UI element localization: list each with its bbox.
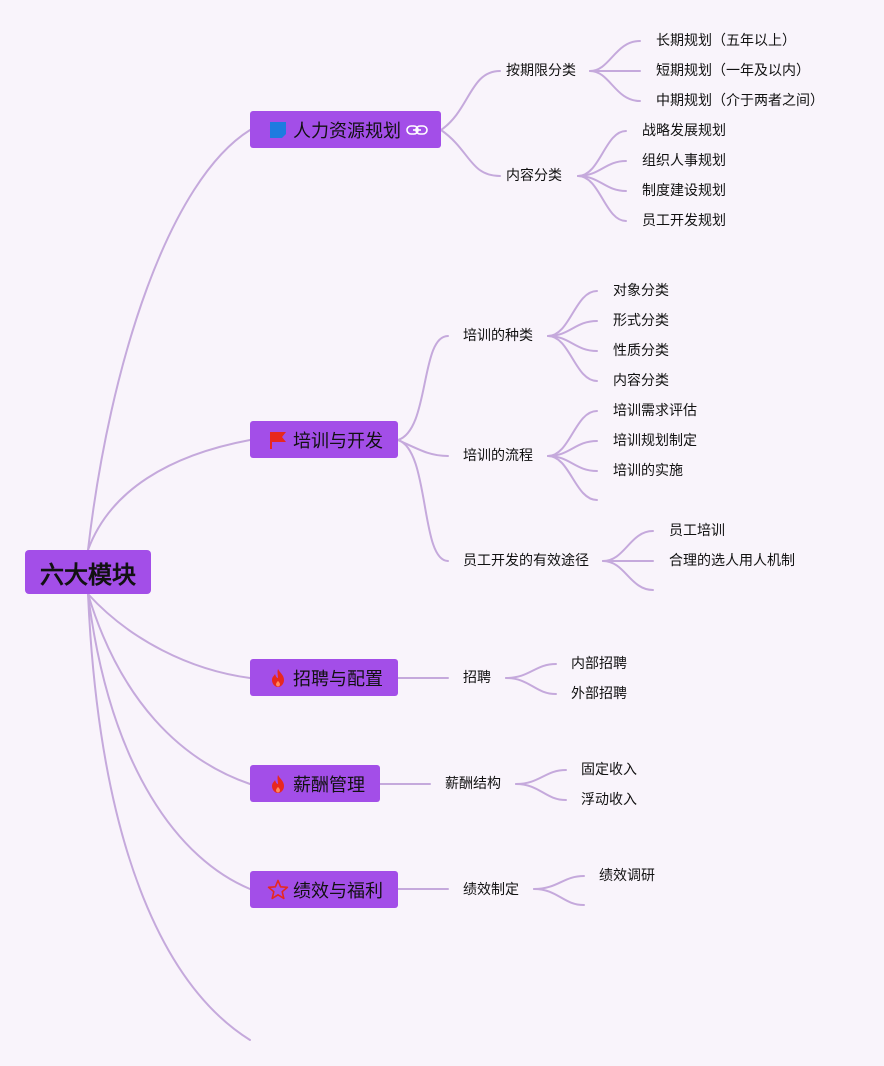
connector-root-extra [87, 593, 251, 1041]
leaf-by-content[interactable]: 内容分类 [613, 373, 669, 389]
leaf-staff-dev[interactable]: 员工开发规划 [642, 213, 726, 229]
leaf-organization[interactable]: 组织人事规划 [642, 153, 726, 169]
leaf-strategy[interactable]: 战略发展规划 [642, 123, 726, 139]
root-label: 六大模块 [40, 560, 136, 589]
fire-icon [267, 667, 289, 689]
leaf-external[interactable]: 外部招聘 [571, 686, 627, 702]
topic-training-process[interactable]: 培训的流程 [463, 448, 533, 464]
topic-pay-structure[interactable]: 薪酬结构 [445, 776, 501, 792]
leaf-implementation[interactable]: 培训的实施 [613, 463, 683, 479]
fire-icon [267, 773, 289, 795]
branch-label: 人力资源规划 [293, 120, 401, 142]
branch-training[interactable]: 培训与开发 [250, 421, 398, 458]
topic-performance-setting[interactable]: 绩效制定 [463, 882, 519, 898]
branch-label: 培训与开发 [293, 430, 383, 452]
branch-compensation[interactable]: 薪酬管理 [250, 765, 380, 802]
connector-root-compensation [87, 593, 251, 785]
branch-label: 绩效与福利 [293, 880, 383, 902]
branch-hr-planning[interactable]: 人力资源规划 [250, 111, 441, 148]
leaf-by-object[interactable]: 对象分类 [613, 283, 669, 299]
flag-blue-icon [267, 119, 289, 141]
topic-by-period[interactable]: 按期限分类 [506, 63, 576, 79]
leaf-by-nature[interactable]: 性质分类 [613, 343, 669, 359]
topic-dev-paths[interactable]: 员工开发的有效途径 [463, 553, 589, 569]
connector-root-hr-planning [87, 129, 251, 551]
connector-root-training [87, 439, 251, 551]
flag-red-icon [267, 429, 289, 451]
topic-training-types[interactable]: 培训的种类 [463, 328, 533, 344]
leaf-long-term[interactable]: 长期规划（五年以上） [656, 33, 796, 49]
leaf-short-term[interactable]: 短期规划（一年及以内） [656, 63, 810, 79]
leaf-institution[interactable]: 制度建设规划 [642, 183, 726, 199]
leaf-selection-mechanism[interactable]: 合理的选人用人机制 [669, 553, 795, 569]
root-node[interactable]: 六大模块 [25, 550, 151, 594]
leaf-by-form[interactable]: 形式分类 [613, 313, 669, 329]
leaf-staff-training[interactable]: 员工培训 [669, 523, 725, 539]
leaf-mid-term[interactable]: 中期规划（介于两者之间） [656, 93, 824, 109]
topic-by-content[interactable]: 内容分类 [506, 168, 562, 184]
link-icon[interactable] [406, 123, 428, 137]
branch-label: 薪酬管理 [293, 774, 365, 796]
topic-recruitment[interactable]: 招聘 [463, 670, 491, 686]
leaf-internal[interactable]: 内部招聘 [571, 656, 627, 672]
leaf-plan-making[interactable]: 培训规划制定 [613, 433, 697, 449]
branch-label: 招聘与配置 [293, 668, 383, 690]
branch-performance[interactable]: 绩效与福利 [250, 871, 398, 908]
leaf-variable-income[interactable]: 浮动收入 [581, 792, 637, 808]
branch-recruitment[interactable]: 招聘与配置 [250, 659, 398, 696]
leaf-performance-research[interactable]: 绩效调研 [599, 868, 655, 884]
connector-root-recruitment [87, 593, 251, 679]
connector-root-performance [87, 593, 251, 890]
leaf-fixed-income[interactable]: 固定收入 [581, 762, 637, 778]
star-outline-icon [267, 879, 289, 901]
leaf-needs-assessment[interactable]: 培训需求评估 [613, 403, 697, 419]
